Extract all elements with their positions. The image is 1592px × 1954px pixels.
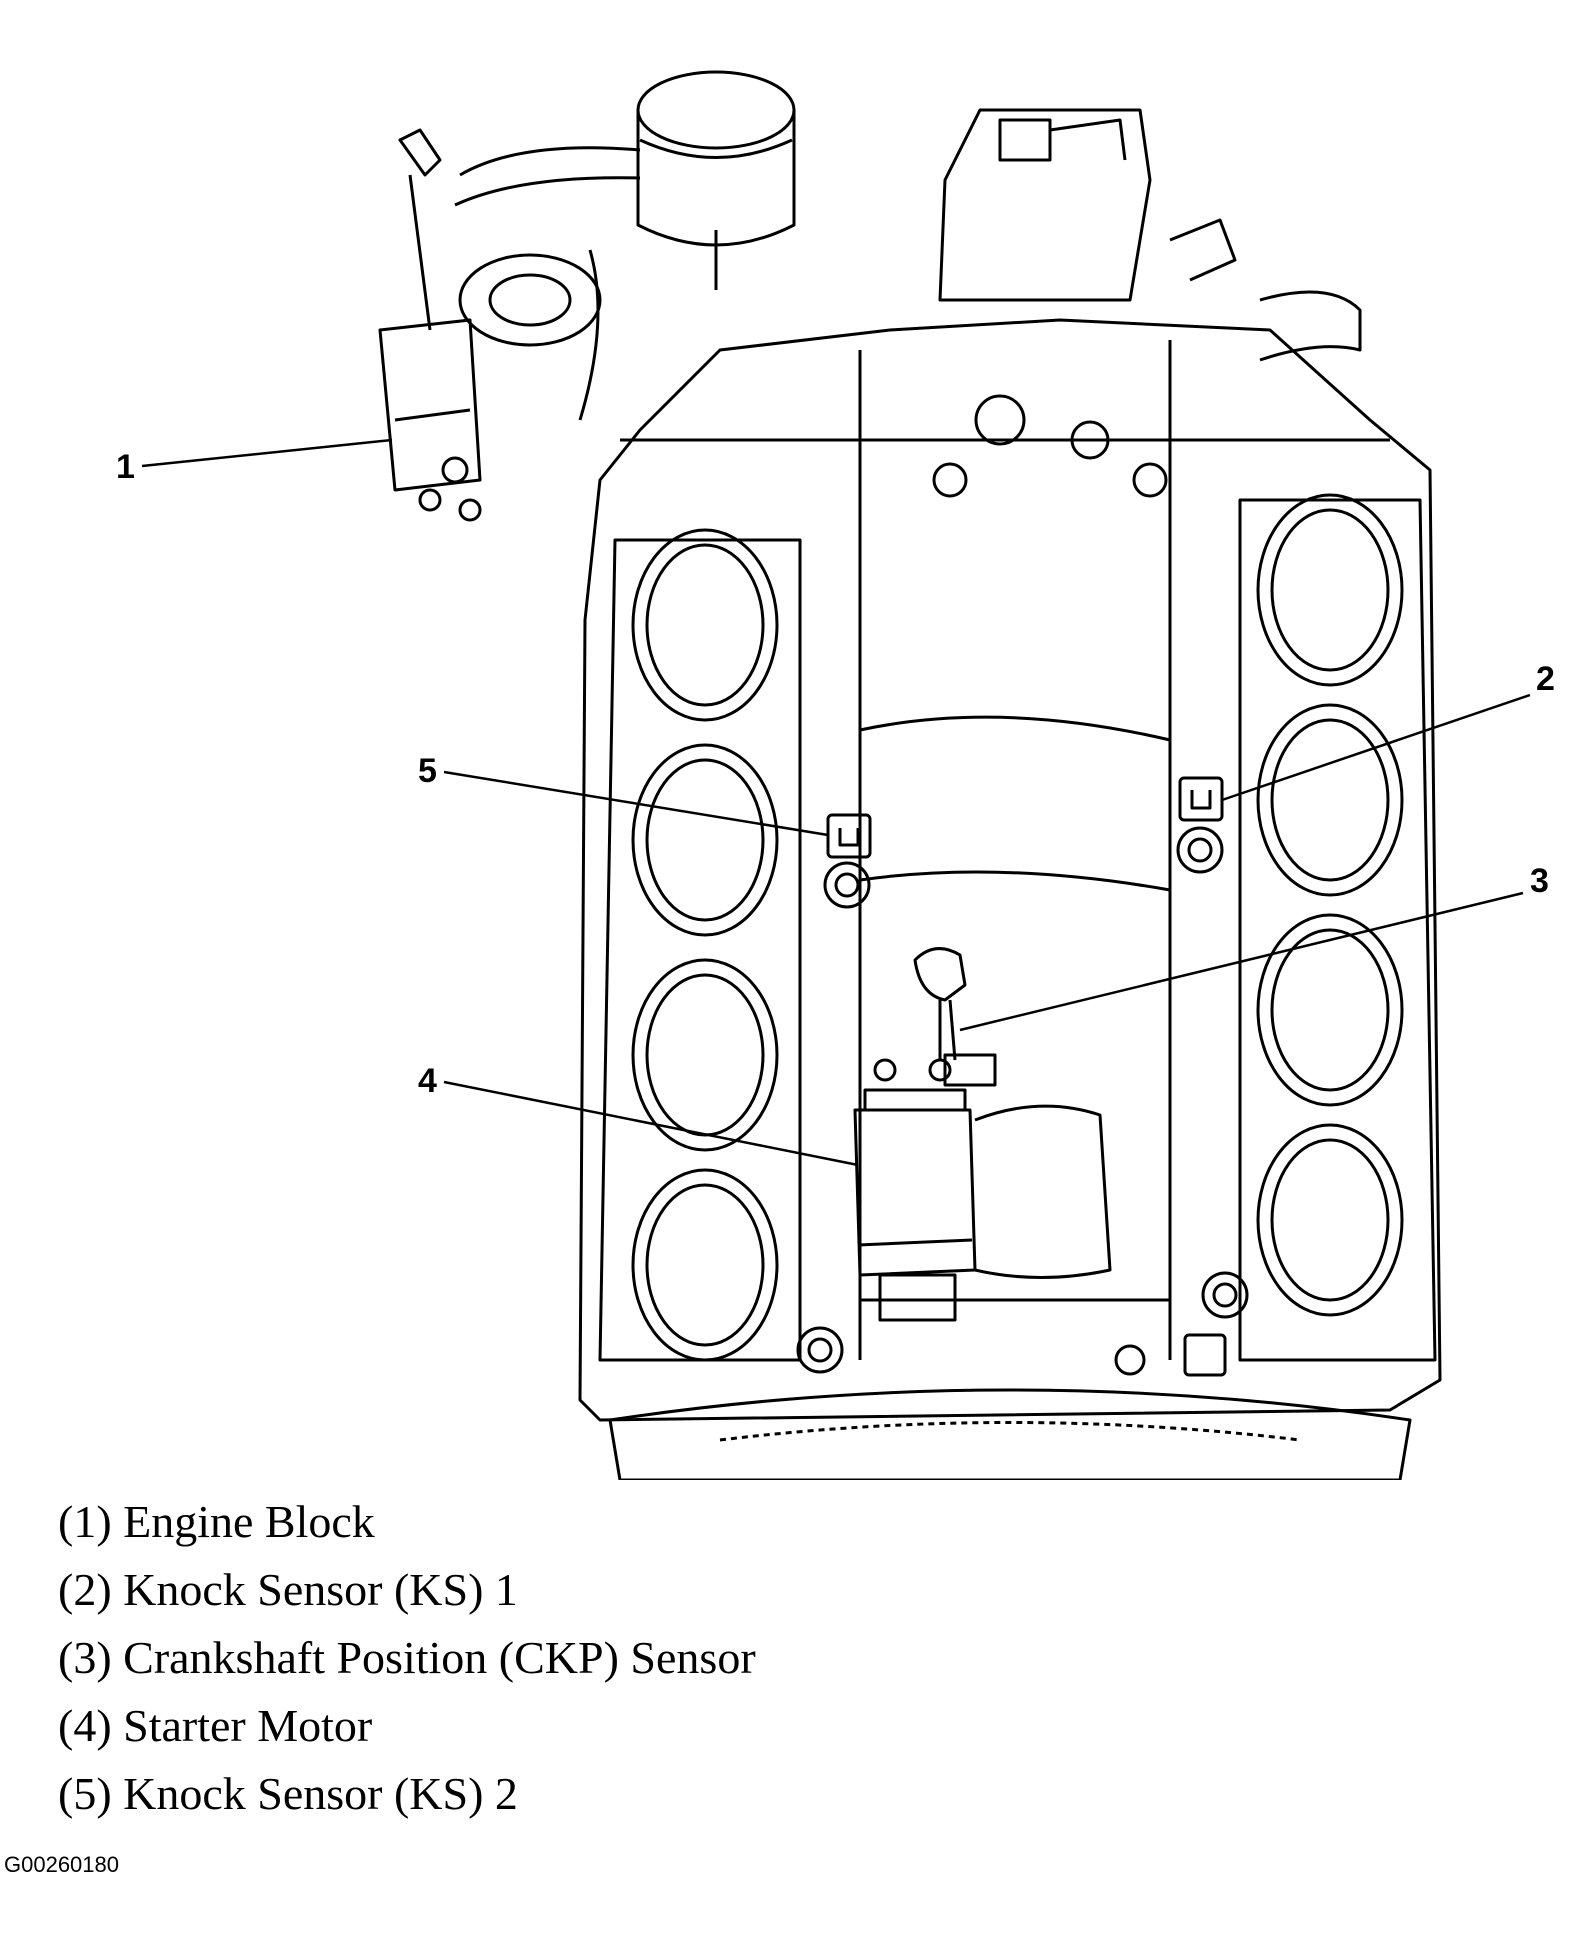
knock-sensor-1 — [1176, 776, 1224, 874]
flywheel — [608, 1271, 1412, 1480]
right-cylinder-bank — [1238, 493, 1437, 1362]
accessory-drive — [378, 70, 796, 522]
legend-item: (3) Crankshaft Position (CKP) Sensor — [58, 1632, 756, 1683]
leader-line-4 — [443, 1080, 859, 1167]
leader-line-5 — [443, 770, 829, 837]
starter-motor — [853, 1058, 1112, 1322]
legend-item: (4) Starter Motor — [58, 1700, 373, 1751]
engine-block-body — [578, 318, 1442, 1422]
legend-item: (5) Knock Sensor (KS) 2 — [58, 1768, 518, 1819]
leader-line-3 — [959, 891, 1524, 1032]
left-cylinder-bank — [598, 528, 802, 1362]
legend: (1) Engine Block (2) Knock Sensor (KS) 1… — [58, 1488, 756, 1828]
leader-line-1 — [141, 438, 393, 468]
leader-lines — [141, 438, 1531, 1167]
figure-code: G00260180 — [4, 1852, 119, 1877]
knock-sensor-2 — [823, 813, 872, 909]
callout-3: 3 — [1530, 862, 1549, 900]
top-housing — [938, 108, 1362, 362]
legend-item: (1) Engine Block — [58, 1496, 375, 1547]
leader-line-2 — [1221, 693, 1531, 802]
crankshaft-position-sensor — [913, 947, 997, 1087]
callout-5: 5 — [418, 752, 437, 790]
callout-2: 2 — [1536, 660, 1555, 698]
callout-1: 1 — [116, 448, 135, 486]
engine-block-illustration — [141, 70, 1531, 1480]
legend-item: (2) Knock Sensor (KS) 1 — [58, 1564, 518, 1615]
callout-4: 4 — [418, 1062, 437, 1100]
